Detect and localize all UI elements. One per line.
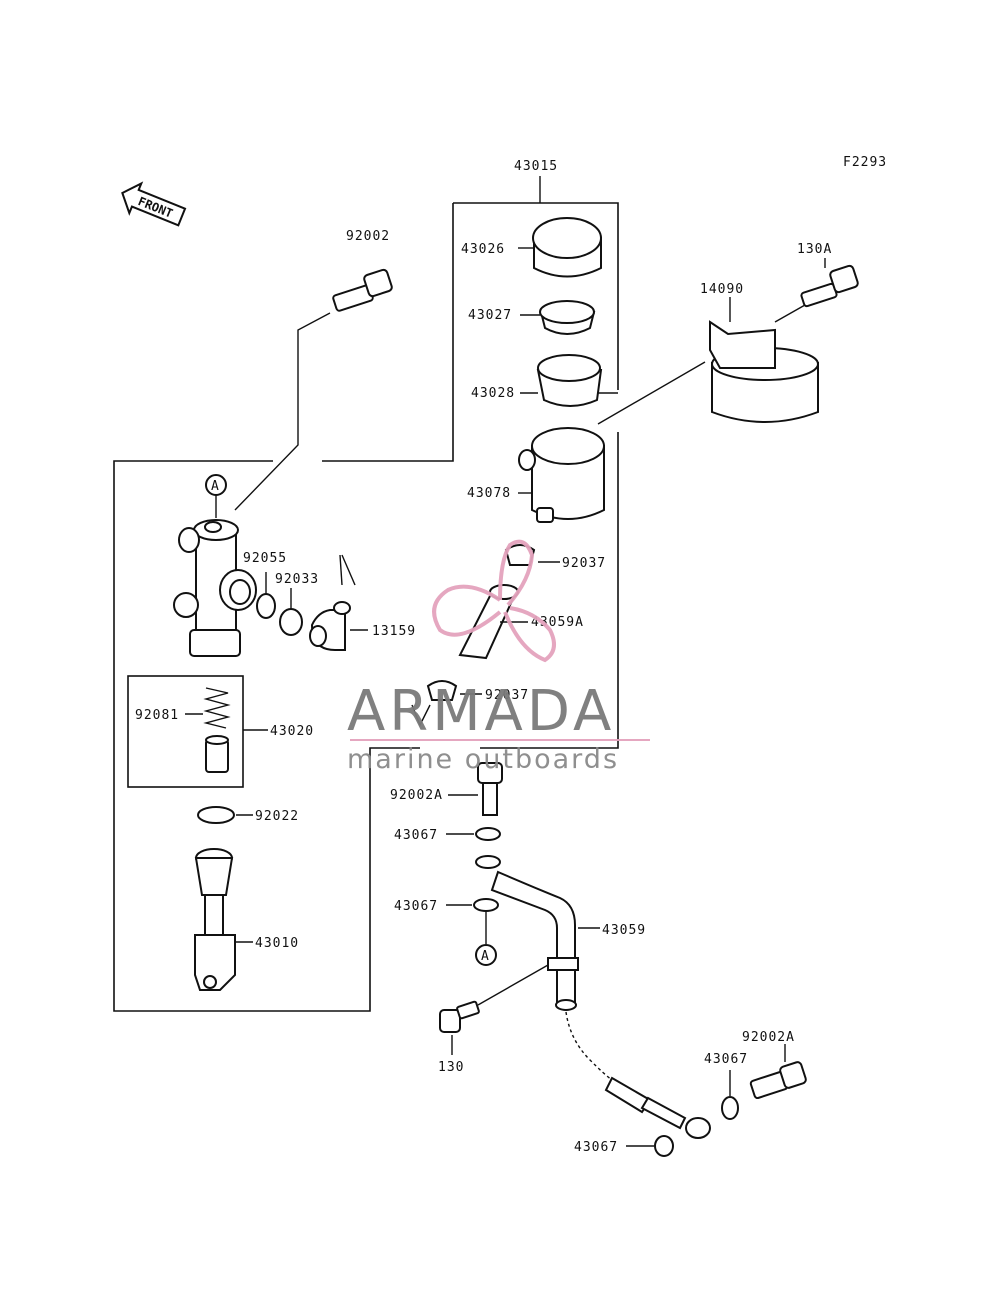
o-ring-92055 — [256, 593, 276, 619]
label-43067-1: 43067 — [394, 828, 438, 843]
propeller-logo — [432, 539, 556, 663]
label-43027: 43027 — [468, 308, 512, 323]
label-130: 130 — [438, 1060, 464, 1075]
washer-43067-4 — [626, 1135, 674, 1157]
label-43059: 43059 — [602, 923, 646, 938]
master-cylinder-body: A — [173, 474, 257, 657]
bolt-92002 — [234, 268, 393, 511]
label-92081: 92081 — [135, 708, 179, 723]
spring-piston-43020 — [185, 687, 268, 773]
label-43020: 43020 — [270, 724, 314, 739]
bracket-14090 — [597, 297, 819, 425]
label-92002: 92002 — [346, 229, 390, 244]
ref-marker-lower: A — [475, 911, 497, 966]
label-43078: 43078 — [467, 486, 511, 501]
label-43026: 43026 — [461, 242, 505, 257]
label-43015: 43015 — [514, 159, 558, 174]
diaphragm-43028 — [520, 354, 603, 407]
label-92002A-upper: 92002A — [390, 788, 443, 803]
label-43028: 43028 — [471, 386, 515, 401]
label-43010: 43010 — [255, 936, 299, 951]
label-13159: 13159 — [372, 624, 416, 639]
washer-43067-3 — [721, 1070, 739, 1120]
watermark-brand: ARMADA — [347, 679, 615, 744]
figure-code: F2293 — [843, 155, 887, 170]
watermark: ARMADA marine outboards — [347, 539, 650, 775]
label-92055: 92055 — [243, 551, 287, 566]
washer-43067-1 — [446, 827, 501, 841]
plate-43027 — [520, 300, 596, 335]
label-92002A-lower: 92002A — [742, 1030, 795, 1045]
label-43067-4: 43067 — [574, 1140, 618, 1155]
label-92022: 92022 — [255, 809, 299, 824]
front-arrow: FRONT — [121, 181, 187, 227]
brake-hose-43059 — [475, 855, 711, 1139]
bolt-92002A-upper — [448, 762, 503, 816]
watermark-tagline: marine outboards — [347, 744, 619, 775]
svg-text:A: A — [481, 949, 490, 964]
group-43015-box — [322, 176, 619, 749]
label-92033: 92033 — [275, 572, 319, 587]
label-14090: 14090 — [700, 282, 744, 297]
bolt-130A — [774, 258, 859, 323]
label-43067-2: 43067 — [394, 899, 438, 914]
push-rod-43010 — [194, 848, 253, 991]
bolt-92002A-lower — [749, 1044, 807, 1100]
label-43067-3: 43067 — [704, 1052, 748, 1067]
ref-marker-top: A — [211, 479, 220, 494]
label-92037-lower: 92037 — [485, 688, 529, 703]
group-main-box — [113, 460, 420, 1012]
label-130A: 130A — [797, 242, 832, 257]
reservoir-43078 — [518, 427, 605, 523]
circlip-92022 — [197, 806, 253, 824]
elbow-fitting-13159 — [309, 554, 368, 651]
washer-43067-2 — [446, 898, 499, 912]
hose-43059A — [458, 584, 528, 660]
clamp-92037-lower — [411, 680, 482, 727]
o-ring-92033 — [279, 608, 303, 636]
reservoir-cap-43026 — [518, 217, 602, 278]
bolt-130 — [439, 964, 549, 1055]
label-92037-upper: 92037 — [562, 556, 606, 571]
